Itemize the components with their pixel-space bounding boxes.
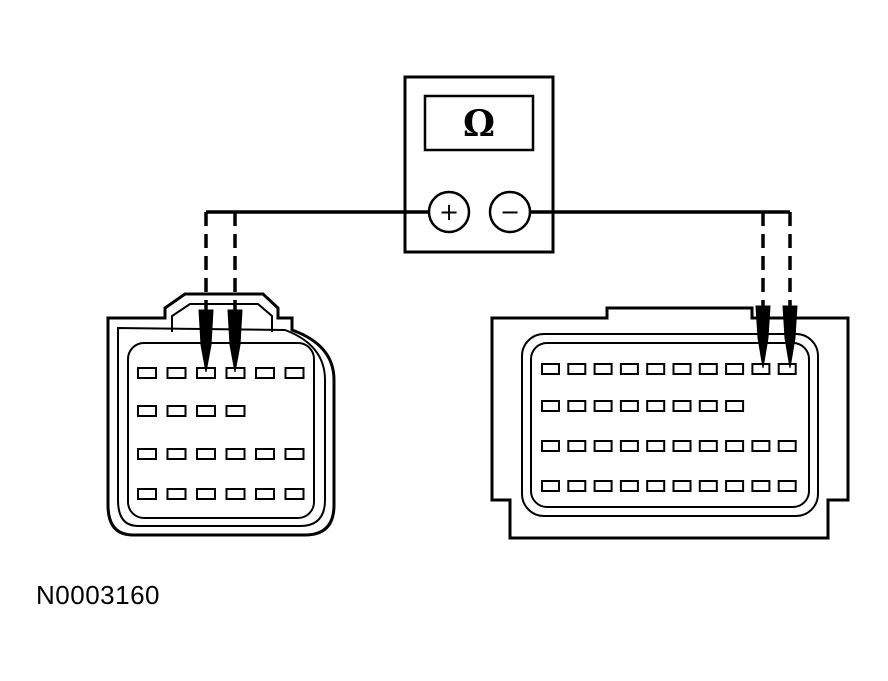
right-connector-inner-shell bbox=[521, 333, 819, 517]
pin-cavity bbox=[672, 480, 692, 492]
pin-cavity bbox=[619, 400, 639, 412]
pin-cavity bbox=[646, 480, 666, 492]
pin-cavity bbox=[646, 363, 666, 375]
pin-cavity bbox=[646, 400, 666, 412]
pin-cavity bbox=[567, 440, 587, 452]
pin-cavity bbox=[137, 405, 157, 417]
pin-cavity bbox=[725, 440, 745, 452]
left-connector-pin-cavity bbox=[127, 342, 315, 519]
pin-cavity bbox=[619, 440, 639, 452]
pin-cavity bbox=[225, 405, 246, 417]
pin-cavity bbox=[725, 363, 745, 375]
pin-cavity bbox=[225, 488, 246, 500]
left-connector bbox=[106, 292, 336, 537]
pin-cavity bbox=[225, 448, 246, 460]
pin-cavity bbox=[698, 400, 718, 412]
negative-terminal-label: − bbox=[500, 198, 520, 226]
pin-cavity bbox=[541, 480, 560, 492]
pin-cavity bbox=[698, 363, 718, 375]
pin-cavity bbox=[284, 488, 305, 500]
pin-cavity bbox=[255, 448, 275, 460]
pin-cavity bbox=[166, 448, 187, 460]
pin-cavity bbox=[567, 363, 587, 375]
pin-cavity bbox=[725, 400, 745, 412]
right-connector-outer-shell bbox=[490, 306, 850, 540]
probe-tip-left-b bbox=[227, 309, 243, 373]
pin-cavity bbox=[646, 440, 666, 452]
pin-cavity bbox=[196, 488, 216, 500]
pin-cavity bbox=[777, 440, 797, 452]
pin-cavity bbox=[698, 440, 718, 452]
pin-cavity bbox=[672, 363, 692, 375]
pin-cavity bbox=[567, 480, 587, 492]
left-connector-latch bbox=[171, 303, 273, 332]
ohm-symbol: Ω bbox=[463, 103, 495, 145]
pin-cavity bbox=[777, 363, 797, 375]
left-connector-pins bbox=[137, 367, 305, 500]
probe-tip-left-a bbox=[198, 309, 214, 373]
pin-cavity bbox=[137, 488, 157, 500]
pin-cavity bbox=[541, 440, 560, 452]
pin-cavity bbox=[672, 440, 692, 452]
pin-cavity bbox=[166, 405, 187, 417]
pin-cavity bbox=[751, 440, 771, 452]
pin-cavity bbox=[541, 400, 560, 412]
figure-reference-label: N0003160 bbox=[36, 580, 160, 610]
right-connector bbox=[490, 306, 850, 540]
pin-cavity bbox=[672, 400, 692, 412]
meter-body bbox=[403, 75, 555, 254]
right-connector-pin-cavity bbox=[530, 342, 810, 508]
pin-cavity bbox=[284, 367, 305, 379]
pin-cavity bbox=[593, 440, 613, 452]
pin-cavity bbox=[284, 448, 305, 460]
pin-cavity bbox=[751, 480, 771, 492]
probe-tip-right-a bbox=[755, 305, 771, 369]
pin-cavity bbox=[196, 448, 216, 460]
pin-cavity bbox=[593, 400, 613, 412]
probe-tip-right-b bbox=[782, 305, 798, 369]
pin-cavity bbox=[619, 480, 639, 492]
right-connector-pins bbox=[541, 363, 797, 492]
pin-cavity bbox=[196, 405, 216, 417]
test-leads bbox=[204, 210, 792, 310]
pin-cavity bbox=[567, 400, 587, 412]
pin-cavity bbox=[541, 363, 560, 375]
pin-cavity bbox=[619, 363, 639, 375]
positive-terminal-label: + bbox=[439, 198, 459, 226]
meter-display bbox=[423, 94, 535, 152]
pin-cavity bbox=[751, 363, 771, 375]
pin-cavity bbox=[166, 488, 187, 500]
left-connector-inner-shell-1 bbox=[117, 326, 326, 527]
pin-cavity bbox=[593, 363, 613, 375]
pin-cavity bbox=[137, 448, 157, 460]
probe-tips bbox=[198, 305, 798, 373]
left-connector-outer-shell bbox=[106, 292, 336, 537]
pin-cavity bbox=[725, 480, 745, 492]
pin-cavity bbox=[698, 480, 718, 492]
pin-cavity bbox=[255, 367, 275, 379]
pin-cavity bbox=[166, 367, 187, 379]
pin-cavity bbox=[137, 367, 157, 379]
pin-cavity bbox=[777, 480, 797, 492]
multimeter: Ω + − bbox=[403, 75, 555, 254]
pin-cavity bbox=[255, 488, 275, 500]
pin-cavity bbox=[593, 480, 613, 492]
